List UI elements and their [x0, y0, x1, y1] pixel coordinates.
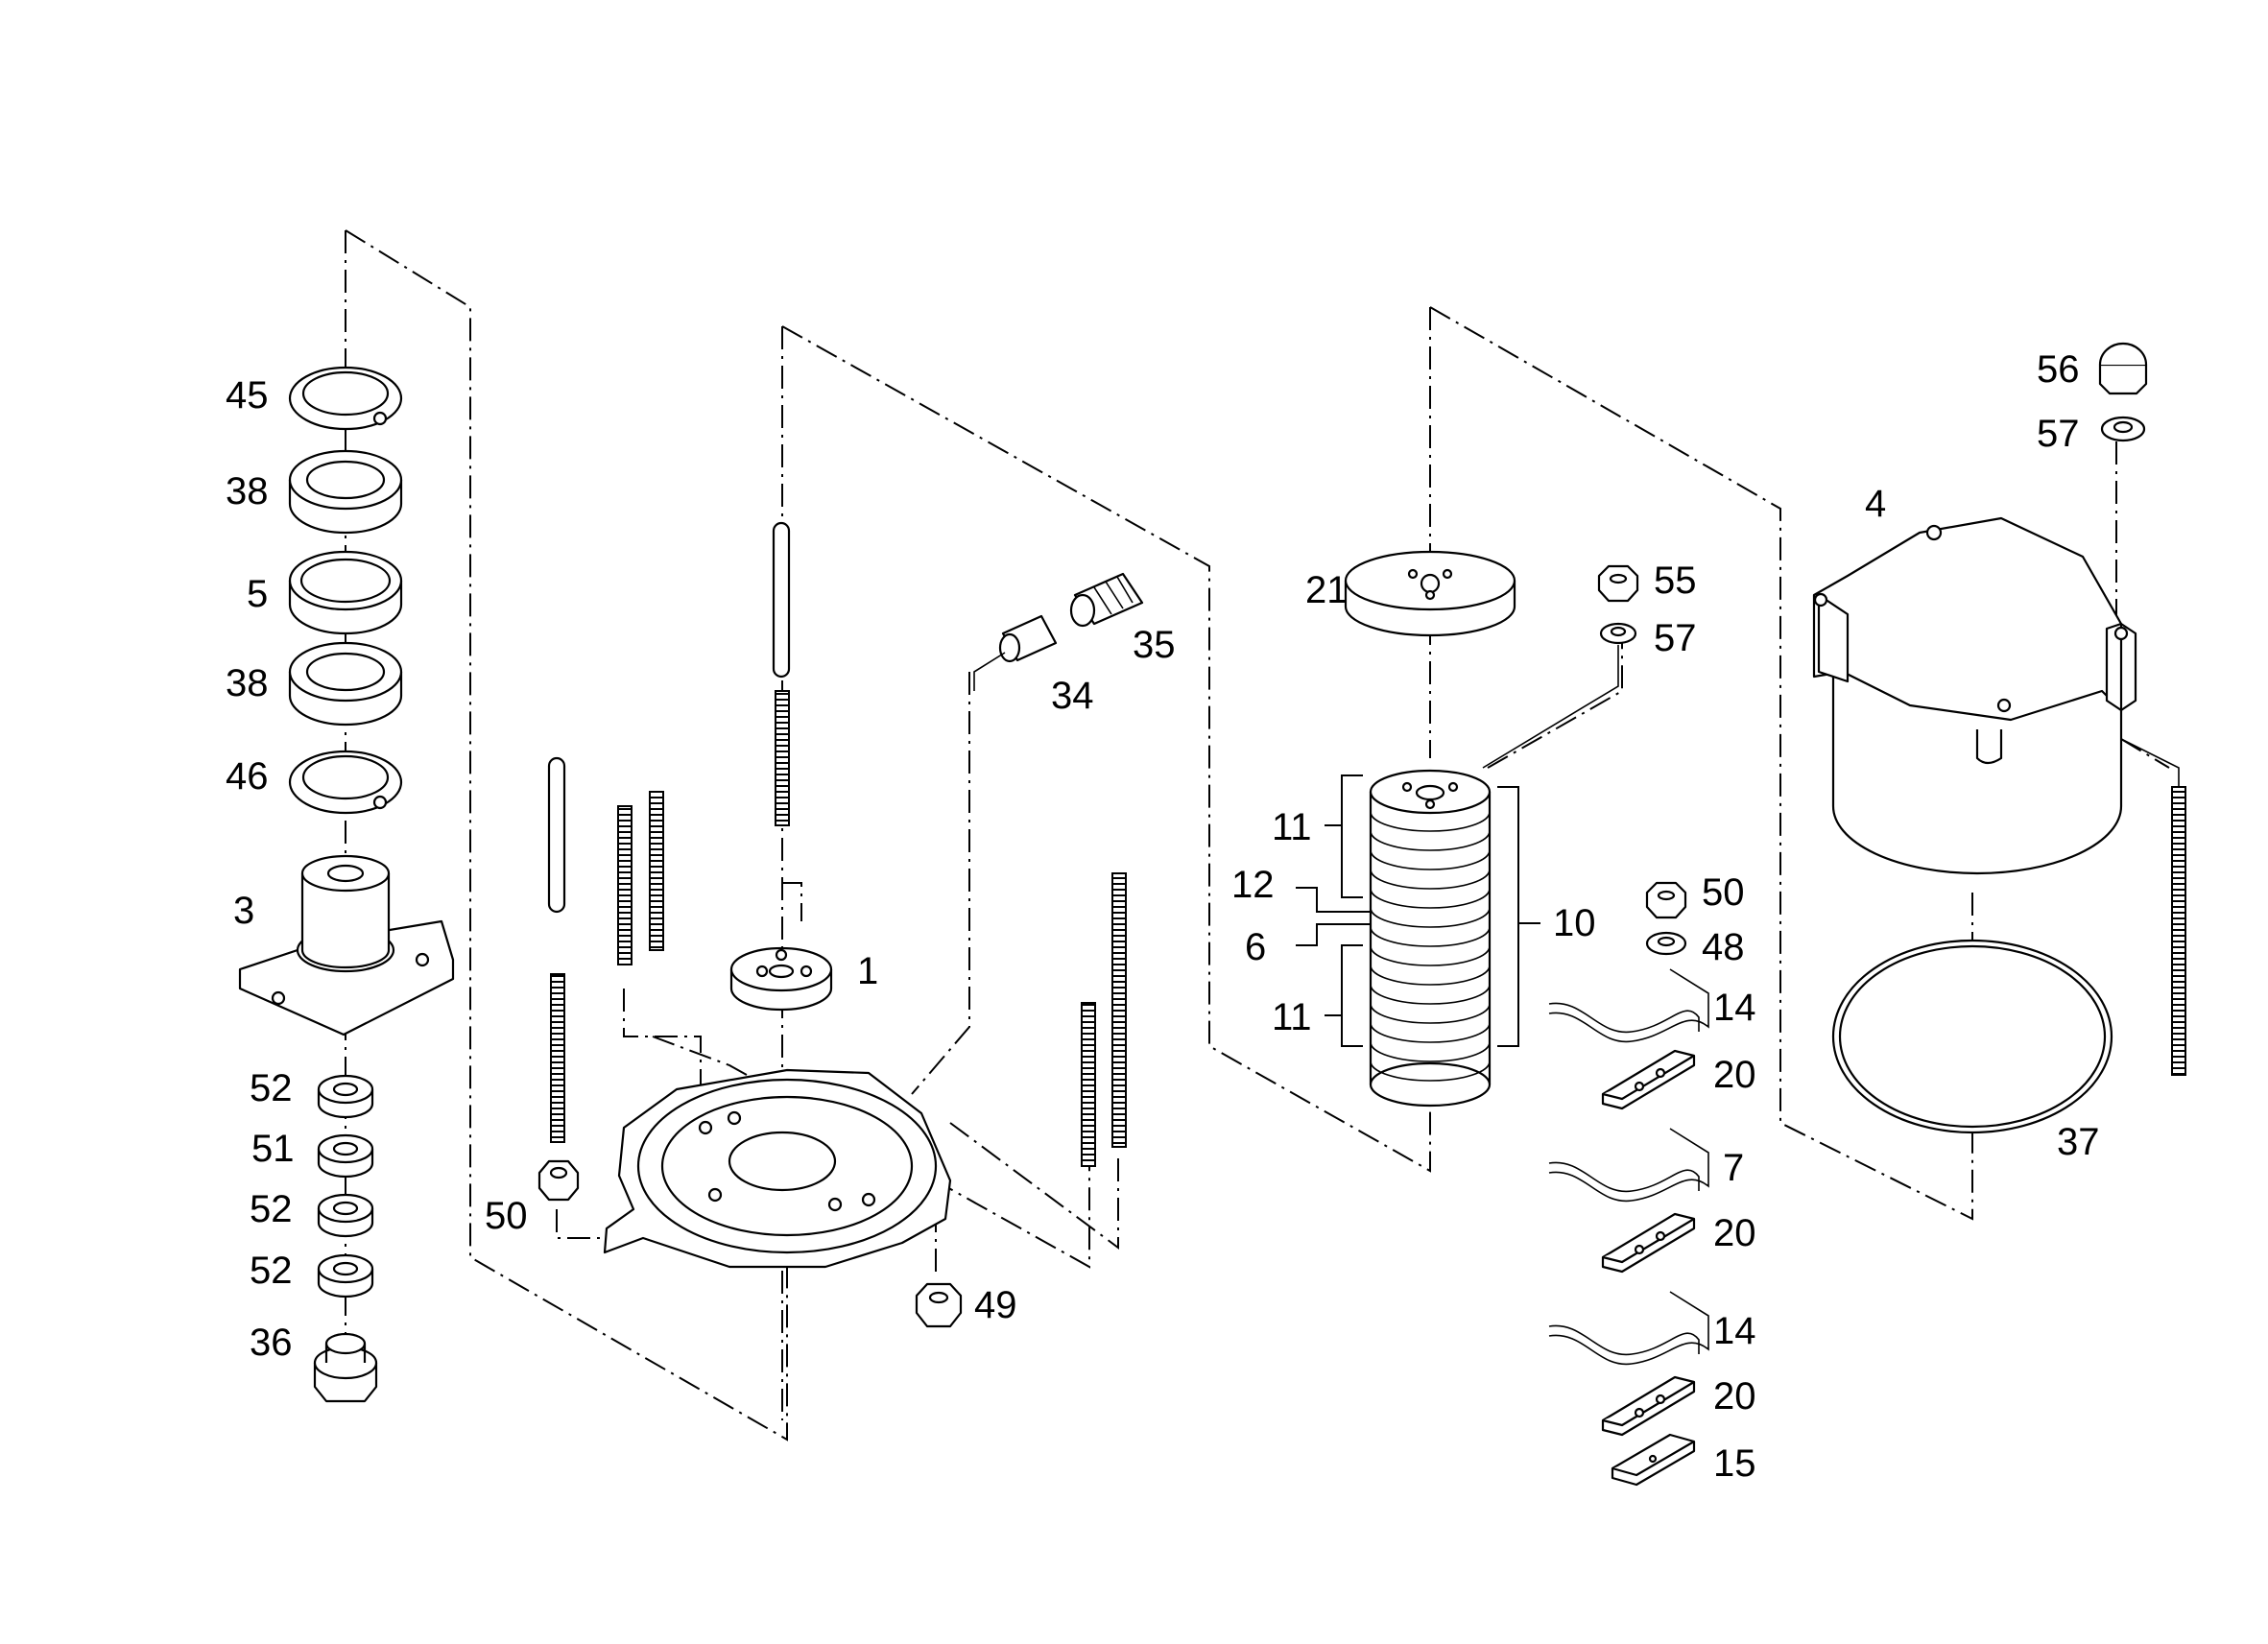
- part-45-circlip: [288, 366, 403, 431]
- callout-57-b: 57: [2037, 413, 2080, 455]
- callout-10: 10: [1553, 902, 1596, 944]
- part-7-spring: [1548, 1128, 1709, 1203]
- callout-21: 21: [1305, 569, 1349, 611]
- callout-14-top: 14: [1713, 987, 1756, 1029]
- part-50-nut-left: [537, 1159, 580, 1202]
- callout-15: 15: [1713, 1442, 1756, 1485]
- callout-55: 55: [1654, 560, 1697, 602]
- part-10-disc-stack: [1369, 769, 1492, 1108]
- callout-4: 4: [1865, 483, 1886, 525]
- callout-57-a: 57: [1654, 617, 1697, 659]
- callout-20-a: 20: [1713, 1054, 1756, 1096]
- part-50-nut-right: [1645, 881, 1687, 919]
- callout-1: 1: [857, 950, 878, 992]
- callout-49: 49: [974, 1284, 1017, 1326]
- callout-52-b: 52: [250, 1188, 293, 1230]
- callout-11-top: 11: [1272, 806, 1312, 848]
- callout-14-bottom: 14: [1713, 1310, 1756, 1352]
- part-38-bearing-bottom: [288, 641, 403, 727]
- part-57-washer-b: [2100, 416, 2146, 442]
- part-14-spring-top: [1548, 968, 1709, 1043]
- callout-51: 51: [251, 1128, 295, 1170]
- callout-46: 46: [226, 755, 269, 798]
- callout-7: 7: [1723, 1147, 1744, 1189]
- callout-52-c: 52: [250, 1250, 293, 1292]
- callout-56: 56: [2037, 348, 2080, 391]
- part-14-spring-bottom: [1548, 1291, 1709, 1366]
- callout-38-top: 38: [226, 470, 269, 512]
- callout-50-right: 50: [1702, 871, 1745, 914]
- part-36-nut: [313, 1332, 378, 1403]
- callout-34: 34: [1051, 675, 1094, 717]
- part-20-clip-b: [1601, 1212, 1696, 1274]
- leader-lines: [973, 645, 1619, 769]
- part-4-long-stud: [2120, 738, 2186, 1076]
- callout-35: 35: [1133, 624, 1176, 666]
- part-49-nut: [915, 1282, 963, 1328]
- part-52-washer-c: [317, 1253, 374, 1299]
- part-4-cover: [1812, 516, 2137, 875]
- part-56-cap-nut: [2098, 342, 2148, 395]
- part-20-clip-a: [1601, 1049, 1696, 1110]
- callout-38-bottom: 38: [226, 662, 269, 704]
- part-51-washer: [317, 1133, 374, 1179]
- callout-45: 45: [226, 374, 269, 417]
- callout-50-left: 50: [485, 1195, 528, 1237]
- part-21-disc: [1344, 550, 1516, 637]
- part-5-ring: [288, 550, 403, 635]
- part-52-washer-a: [317, 1074, 374, 1119]
- part-34-fitting: [998, 614, 1058, 663]
- part-52-washer-b: [317, 1193, 374, 1238]
- callout-48: 48: [1702, 926, 1745, 968]
- part-3-flange-housing: [238, 854, 455, 1036]
- callout-5: 5: [247, 573, 268, 615]
- part-48-washer: [1645, 931, 1687, 956]
- callout-11-bottom: 11: [1272, 996, 1312, 1038]
- callout-3: 3: [233, 890, 254, 932]
- callout-20-b: 20: [1713, 1212, 1756, 1254]
- callout-37: 37: [2057, 1121, 2100, 1163]
- callout-6: 6: [1245, 926, 1266, 968]
- studs-and-rods: [547, 521, 1127, 1167]
- callout-20-c: 20: [1713, 1375, 1756, 1418]
- part-20-clip-c: [1601, 1375, 1696, 1437]
- part-46-circlip: [288, 750, 403, 815]
- callout-36: 36: [250, 1322, 293, 1364]
- base-plate: [603, 1068, 952, 1269]
- part-15-plate: [1611, 1433, 1696, 1487]
- callout-52-a: 52: [250, 1067, 293, 1109]
- part-37-o-ring: [1831, 939, 2113, 1134]
- part-57-washer-a: [1599, 622, 1637, 645]
- callout-12: 12: [1231, 864, 1275, 906]
- part-55-nut: [1597, 564, 1639, 603]
- callout-labels: 45 38 5 38 46 3 52 51 52 52 36 50 1 34 3…: [226, 348, 2100, 1485]
- part-1-plug-plate: [729, 946, 833, 1012]
- part-38-bearing-top: [288, 449, 403, 535]
- part-35-fitting: [1069, 572, 1144, 628]
- stack-brackets: [1296, 774, 1540, 1047]
